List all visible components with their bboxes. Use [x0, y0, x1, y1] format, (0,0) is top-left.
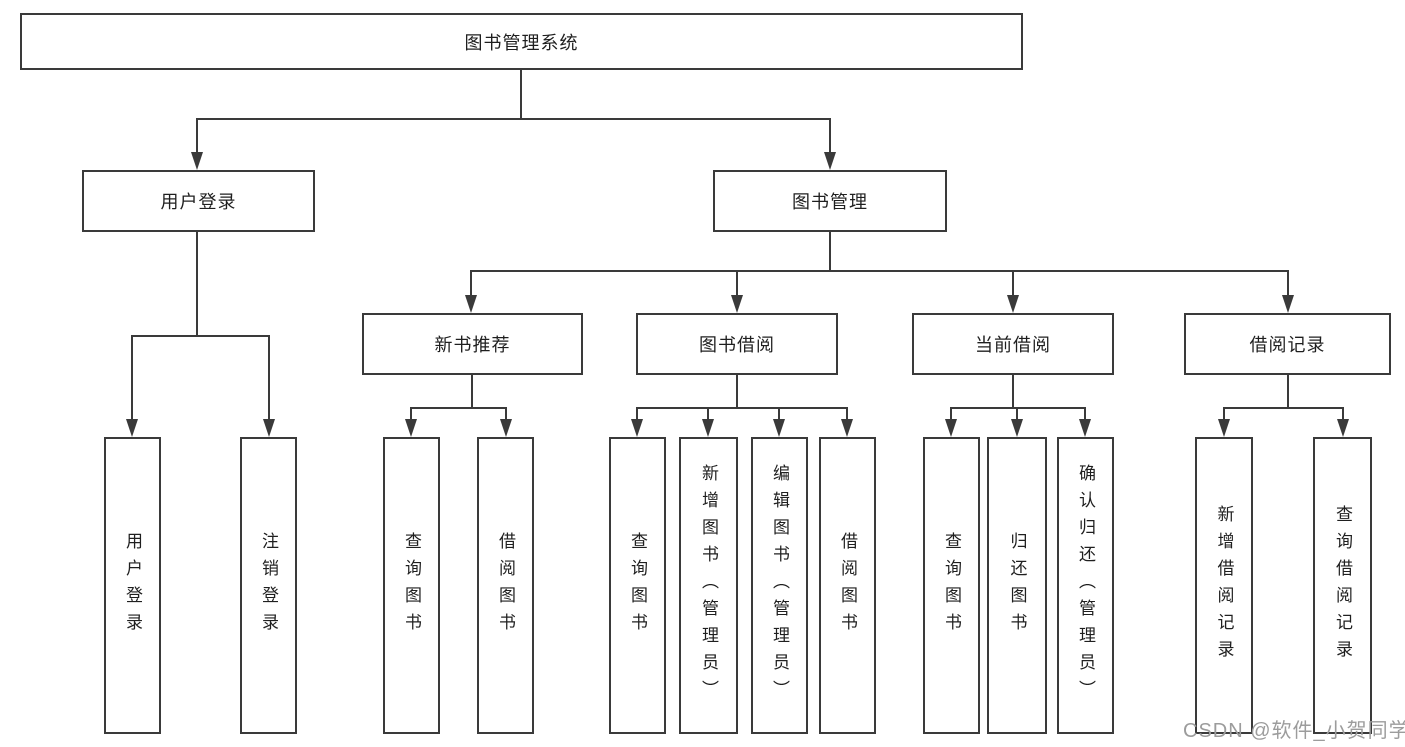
connector-book-borrow-bar [637, 407, 848, 409]
arrow-down-icon [841, 419, 853, 437]
leaf-user-login: 用户登录 [104, 437, 161, 734]
connector-drop [410, 407, 412, 421]
leaf-add-borrow-record-label: 新增借阅记录 [1214, 504, 1234, 667]
connector-borrow-records-stem [1287, 375, 1289, 407]
connector-drop-user-login [196, 118, 198, 154]
connector-drop [707, 407, 709, 421]
arrow-down-icon [1218, 419, 1230, 437]
connector-drop [846, 407, 848, 421]
leaf-add-borrow-record: 新增借阅记录 [1195, 437, 1253, 734]
leaf-query-books-borrow: 查询图书 [609, 437, 666, 734]
arrow-down-icon [1007, 295, 1019, 313]
node-current-borrow-label: 当前借阅 [975, 335, 1051, 355]
connector-book-borrow-stem [736, 375, 738, 407]
leaf-add-book-admin: 新增图书（管理员） [679, 437, 738, 734]
connector-drop [1223, 407, 1225, 421]
connector-book-mgmt-bar [471, 270, 1288, 272]
leaf-return-books-label: 归还图书 [1007, 531, 1027, 640]
connector-drop-borrow-records [1287, 270, 1289, 297]
leaf-confirm-return-admin: 确认归还（管理员） [1057, 437, 1114, 734]
arrow-down-icon [191, 152, 203, 170]
leaf-query-books-current: 查询图书 [923, 437, 980, 734]
connector-drop-leaf-logout [268, 335, 270, 421]
node-user-login: 用户登录 [82, 170, 315, 232]
leaf-query-books-borrow-label: 查询图书 [628, 531, 647, 640]
arrow-down-icon [405, 419, 417, 437]
connector-drop-leaf-login [131, 335, 133, 421]
node-book-mgmt-label: 图书管理 [792, 192, 868, 212]
connector-drop-new-book-rec [470, 270, 472, 297]
arrow-down-icon [465, 295, 477, 313]
node-book-mgmt: 图书管理 [713, 170, 947, 232]
leaf-borrow-books: 借阅图书 [819, 437, 876, 734]
arrow-down-icon [824, 152, 836, 170]
node-new-book-rec: 新书推荐 [362, 313, 583, 375]
arrow-down-icon [773, 419, 785, 437]
leaf-query-borrow-record: 查询借阅记录 [1313, 437, 1372, 734]
connector-current-borrow-bar [951, 407, 1086, 409]
leaf-query-books-rec: 查询图书 [383, 437, 440, 734]
connector-new-book-rec-stem [471, 375, 473, 407]
node-book-borrow: 图书借阅 [636, 313, 838, 375]
connector-drop-book-borrow [736, 270, 738, 297]
connector-user-login-bar [132, 335, 270, 337]
arrow-down-icon [945, 419, 957, 437]
arrow-down-icon [731, 295, 743, 313]
node-user-login-label: 用户登录 [160, 192, 237, 212]
leaf-borrow-books-rec: 借阅图书 [477, 437, 534, 734]
node-root: 图书管理系统 [20, 13, 1023, 70]
connector-drop [778, 407, 780, 421]
arrow-down-icon [631, 419, 643, 437]
connector-root-stem [520, 70, 522, 118]
leaf-add-book-admin-label: 新增图书（管理员） [699, 464, 718, 707]
leaf-logout: 注销登录 [240, 437, 297, 734]
connector-new-book-rec-bar [411, 407, 507, 409]
leaf-return-books: 归还图书 [987, 437, 1047, 734]
arrow-down-icon [1011, 419, 1023, 437]
arrow-down-icon [1079, 419, 1091, 437]
leaf-borrow-books-label: 借阅图书 [838, 531, 857, 640]
connector-drop-book-mgmt [829, 118, 831, 154]
watermark: CSDN @软件_小贺同学 [1183, 720, 1405, 742]
connector-drop [1016, 407, 1018, 421]
connector-current-borrow-stem [1012, 375, 1014, 407]
arrow-down-icon [126, 419, 138, 437]
leaf-confirm-return-admin-label: 确认归还（管理员） [1076, 464, 1095, 707]
connector-user-login-stem [196, 232, 198, 335]
arrow-down-icon [500, 419, 512, 437]
leaf-user-login-label: 用户登录 [123, 531, 142, 640]
node-borrow-records: 借阅记录 [1184, 313, 1391, 375]
connector-drop [636, 407, 638, 421]
arrow-down-icon [702, 419, 714, 437]
leaf-edit-book-admin: 编辑图书（管理员） [751, 437, 808, 734]
connector-drop [1084, 407, 1086, 421]
node-current-borrow: 当前借阅 [912, 313, 1114, 375]
connector-borrow-records-bar [1224, 407, 1344, 409]
node-new-book-rec-label: 新书推荐 [434, 335, 511, 355]
leaf-borrow-books-rec-label: 借阅图书 [496, 531, 515, 640]
connector-drop-current-borrow [1012, 270, 1014, 297]
connector-drop [505, 407, 507, 421]
leaf-query-books-rec-label: 查询图书 [402, 531, 421, 640]
node-borrow-records-label: 借阅记录 [1249, 335, 1326, 355]
arrow-down-icon [263, 419, 275, 437]
node-root-label: 图书管理系统 [464, 32, 579, 53]
connector-book-mgmt-stem [829, 232, 831, 270]
leaf-query-books-current-label: 查询图书 [942, 531, 961, 640]
leaf-logout-label: 注销登录 [259, 531, 278, 640]
arrow-down-icon [1282, 295, 1294, 313]
leaf-edit-book-admin-label: 编辑图书（管理员） [770, 464, 789, 707]
connector-drop [1342, 407, 1344, 421]
connector-drop [950, 407, 952, 421]
leaf-query-borrow-record-label: 查询借阅记录 [1333, 504, 1352, 667]
connector-root-bar [197, 118, 831, 120]
node-book-borrow-label: 图书借阅 [699, 335, 775, 355]
arrow-down-icon [1337, 419, 1349, 437]
